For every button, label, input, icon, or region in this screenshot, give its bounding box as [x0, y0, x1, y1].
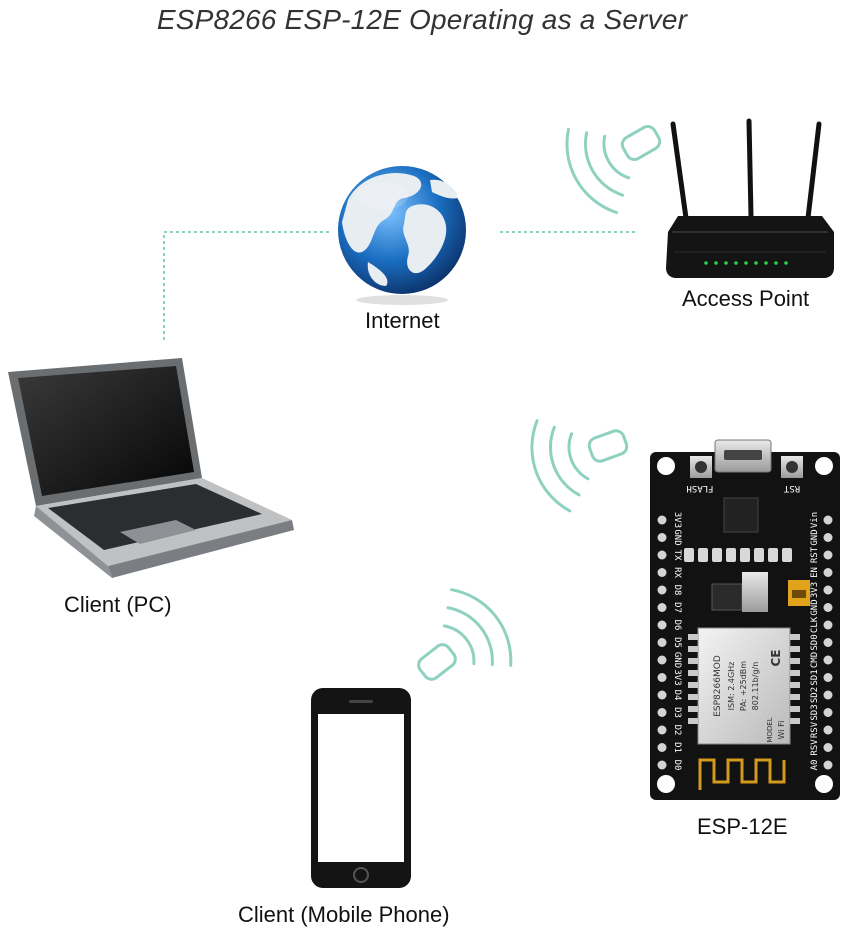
right-header-pin	[823, 585, 833, 595]
right-header-pin	[823, 603, 833, 612]
wifi-waves-phone	[417, 588, 513, 681]
right-header-pin	[823, 515, 833, 525]
left-pin-label: GND	[672, 529, 682, 545]
right-pin-label: SD2	[810, 687, 820, 703]
flash-button-label: FLASH	[686, 483, 713, 493]
left-header-pin	[657, 725, 667, 735]
right-header-pin	[823, 533, 833, 542]
right-header-pin	[823, 760, 833, 770]
right-header-pin	[823, 550, 833, 560]
phone-icon	[311, 688, 411, 888]
wifi-waves-router	[565, 125, 662, 215]
module-pa: PA: +25dBm	[739, 661, 748, 711]
access-point-label: Access Point	[682, 286, 810, 311]
right-header-pin	[823, 620, 833, 630]
module-castellations	[688, 634, 800, 724]
right-pin-label: GND	[810, 529, 820, 545]
module-ce: CE	[769, 649, 783, 666]
right-header-pin	[823, 655, 833, 665]
left-pin-label: D5	[672, 637, 682, 648]
wifi-waves-esp	[530, 419, 629, 513]
module-wifi: Wi Fi	[777, 721, 786, 740]
left-header-pin	[657, 585, 667, 595]
right-pin-label: 3V3	[810, 582, 820, 598]
left-pin-label: D1	[672, 742, 682, 753]
right-header-pin	[823, 690, 833, 700]
diagram-title: ESP8266 ESP-12E Operating as a Server	[156, 4, 688, 35]
right-header-pin	[823, 673, 833, 682]
left-header-pin	[657, 515, 667, 525]
module-ism: ISM: 2.4GHz	[727, 662, 736, 711]
left-header-pins	[657, 515, 667, 770]
right-pin-labels: VinGNDRSTEN3V3GNDCLKSD0CMDSD1SD2SD3RSVRS…	[810, 512, 820, 771]
left-header-pin	[657, 690, 667, 700]
left-pin-label: D6	[672, 620, 682, 631]
module-standard: 802.11b/g/n	[751, 662, 760, 711]
router-icon	[666, 118, 834, 278]
module-model: MODEL	[766, 717, 774, 742]
left-pin-label: GND	[672, 652, 682, 668]
right-pin-label: CMD	[810, 652, 820, 668]
client-pc-label: Client (PC)	[64, 592, 172, 617]
right-pin-label: GND	[810, 599, 820, 615]
right-header-pin	[823, 638, 833, 647]
right-header-pin	[823, 725, 833, 735]
left-pin-label: 3V3	[672, 669, 682, 685]
right-pin-label: RSV	[810, 739, 820, 756]
right-header-pin	[823, 708, 833, 717]
left-header-pin	[657, 620, 667, 630]
left-header-pin	[657, 550, 667, 560]
right-pin-label: RST	[810, 546, 820, 563]
left-header-pin	[657, 673, 667, 682]
left-pin-label: 3V3	[672, 512, 682, 528]
right-pin-label: SD0	[810, 634, 820, 650]
esp12e-label: ESP-12E	[697, 814, 788, 839]
client-mobile-phone-label: Client (Mobile Phone)	[238, 902, 450, 927]
internet-label: Internet	[365, 308, 440, 333]
globe-icon	[338, 166, 466, 305]
right-header-pin	[823, 568, 833, 577]
left-pin-label: TX	[672, 550, 682, 561]
connector-pc-internet	[163, 231, 330, 340]
module-name: ESP8266MOD	[713, 655, 723, 717]
left-header-pin	[657, 760, 667, 770]
rst-button-label: RST	[783, 483, 800, 493]
left-pin-label: D0	[672, 760, 682, 771]
left-header-pin	[657, 708, 667, 717]
right-header-pin	[823, 743, 833, 752]
laptop-icon	[8, 358, 294, 578]
esp12e-board-icon: FLASH RST 3V3GNDTXRXD8D7D6D5GND3V3D4D3D2…	[650, 439, 840, 800]
left-pin-label: D2	[672, 725, 682, 736]
left-header-pin	[657, 743, 667, 752]
left-header-pin	[657, 568, 667, 577]
right-pin-label: EN	[810, 567, 820, 578]
left-pin-label: D7	[672, 602, 682, 613]
left-pin-label: RX	[672, 567, 682, 578]
left-header-pin	[657, 533, 667, 542]
right-pin-label: SD1	[810, 669, 820, 685]
left-header-pin	[657, 655, 667, 665]
left-header-pin	[657, 638, 667, 647]
right-pin-label: RSV	[810, 721, 820, 738]
left-pin-label: D3	[672, 707, 682, 718]
left-header-pin	[657, 603, 667, 612]
right-pin-label: SD3	[810, 704, 820, 720]
right-pin-label: A0	[810, 760, 820, 771]
left-pin-label: D4	[672, 690, 682, 701]
right-pin-label: CLK	[810, 616, 820, 633]
left-pin-label: D8	[672, 585, 682, 596]
right-pin-label: Vin	[810, 512, 820, 528]
right-header-pins	[823, 515, 833, 770]
